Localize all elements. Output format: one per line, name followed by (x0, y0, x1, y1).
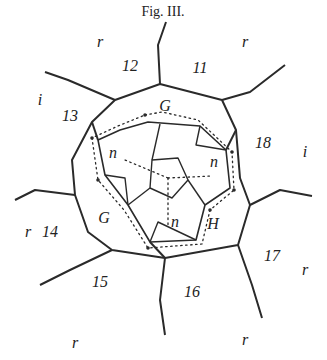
cell-label: 18 (255, 135, 271, 151)
cell-wall (222, 65, 285, 100)
dotted-line (168, 176, 212, 178)
cell-region: 11 (193, 60, 208, 76)
cell-wall (150, 242, 165, 258)
cell-region: 16 (184, 284, 200, 300)
cell-region: 17 (264, 248, 280, 264)
cell-region: n (171, 214, 179, 230)
dot (143, 113, 147, 117)
ring-outline (72, 84, 250, 258)
region-letter-text: r (72, 335, 78, 351)
cell-label: 11 (193, 60, 208, 76)
cell-label: 13 (62, 108, 78, 124)
region-letter-text: i (303, 144, 307, 160)
figure-title: Fig. III. (141, 5, 184, 19)
region-letter-text: r (242, 34, 248, 50)
cell-label: 16 (184, 284, 200, 300)
cell-region: n (210, 154, 218, 170)
cell-wall (226, 130, 236, 150)
cell-region: G (98, 210, 110, 226)
dot (232, 188, 236, 192)
cell-region: 18 (255, 135, 271, 151)
cell-wall (158, 22, 166, 84)
dot (230, 150, 234, 154)
cell-wall (188, 180, 205, 205)
dotted-line (167, 178, 168, 228)
cell-label: G (159, 98, 171, 114)
cell-wall (15, 190, 75, 200)
dot (208, 208, 212, 212)
cell-label: 17 (264, 248, 280, 264)
cell-region: 13 (62, 108, 78, 124)
dot (90, 136, 94, 140)
cell-region: H (207, 216, 219, 232)
cell-label: G (98, 210, 110, 226)
cell-label: n (210, 154, 218, 170)
cell-region: G (159, 98, 171, 114)
cell-wall (160, 258, 165, 335)
dot (96, 178, 100, 182)
dotted-outline (92, 112, 234, 248)
cell-label: n (171, 214, 179, 230)
region-letter-text: i (38, 92, 42, 108)
cell-label: n (109, 145, 117, 161)
region-letter: r (72, 335, 78, 351)
figure-title-text: Fig. III. (141, 5, 184, 19)
cell-wall (152, 124, 160, 160)
region-letter: r (302, 262, 308, 278)
cell-wall (196, 126, 226, 150)
region-letter-text: r (25, 224, 31, 240)
region-letter: r (97, 34, 103, 50)
region-letter-text: r (97, 34, 103, 50)
cell-region: 14 (42, 224, 58, 240)
region-letter: r (242, 332, 248, 348)
cell-wall (250, 190, 312, 205)
dot (146, 246, 150, 250)
cell-region: 15 (92, 274, 108, 290)
region-letter: r (242, 34, 248, 50)
cell-region: n (109, 145, 117, 161)
cell-wall (238, 245, 262, 318)
cell-label: 12 (122, 58, 138, 74)
cell-region: 12 (122, 58, 138, 74)
cell-wall (45, 72, 115, 100)
region-letter: r (25, 224, 31, 240)
dotted-line (125, 160, 168, 178)
region-letter-text: r (302, 262, 308, 278)
cell-label: H (207, 216, 219, 232)
region-letter: i (38, 92, 42, 108)
cell-label: 15 (92, 274, 108, 290)
region-letter-text: r (242, 332, 248, 348)
cell-label: 14 (42, 224, 58, 240)
cluster-outline (98, 122, 230, 242)
region-letter: i (303, 144, 307, 160)
cell-wall (128, 188, 150, 205)
